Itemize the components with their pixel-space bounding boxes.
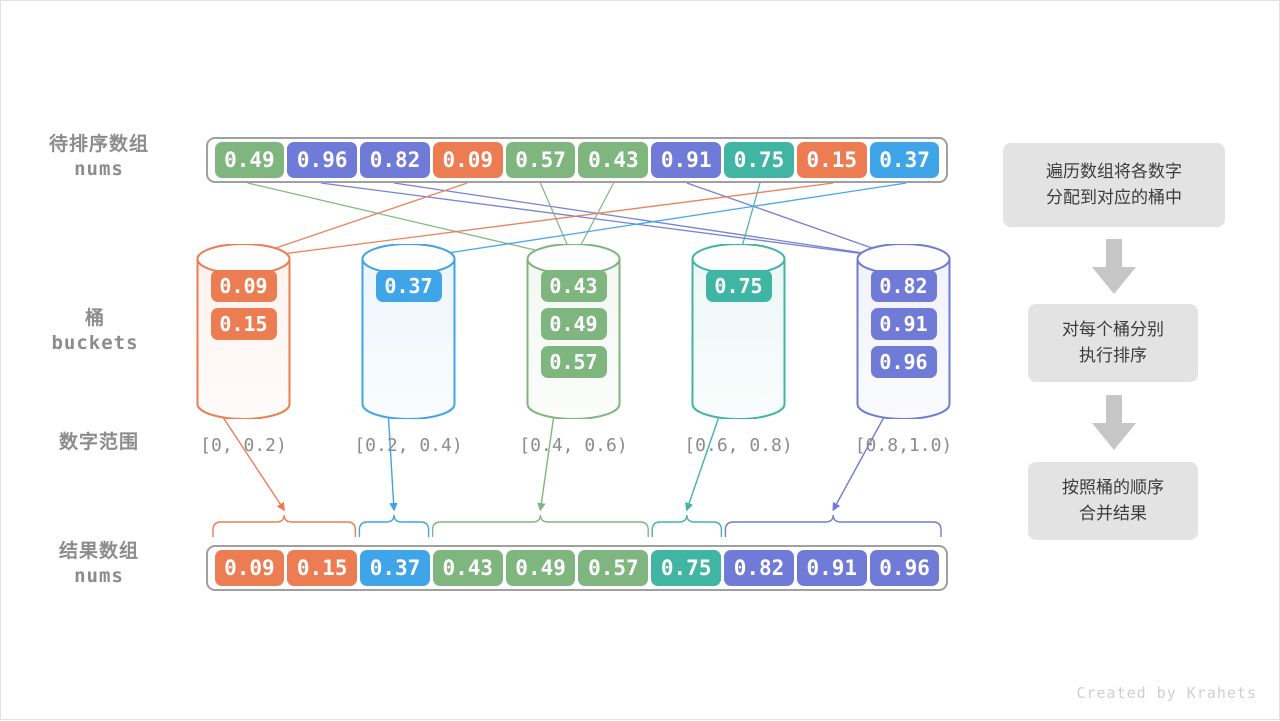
input-array-cell: 0.49 bbox=[214, 142, 285, 178]
input-array-cell: 0.75 bbox=[724, 142, 794, 178]
label-input-array: 待排序数组 nums bbox=[19, 132, 179, 182]
bucket-item: 0.96 bbox=[870, 346, 937, 378]
result-array-cell: 0.43 bbox=[432, 550, 503, 586]
note-step-3: 按照桶的顺序 合并结果 bbox=[1028, 462, 1198, 540]
input-array-cell: 0.96 bbox=[287, 142, 358, 178]
note-step-1-line-1: 遍历数组将各数字 bbox=[1046, 161, 1182, 182]
bucket-item: 0.57 bbox=[540, 346, 607, 378]
note-step-3-line-1: 按照桶的顺序 bbox=[1062, 477, 1164, 498]
result-array-cell: 0.91 bbox=[796, 550, 867, 586]
bucket-range-label: [0.4, 0.6) bbox=[519, 435, 628, 456]
result-array-cell: 0.96 bbox=[869, 550, 940, 586]
bucket-items: 0.43 0.49 0.57 bbox=[526, 270, 621, 378]
bucket: 0.37 bbox=[361, 243, 456, 420]
input-array-cell: 0.37 bbox=[869, 142, 940, 178]
note-step-1-line-2: 分配到对应的桶中 bbox=[1046, 188, 1182, 208]
result-array-cell: 0.37 bbox=[360, 550, 430, 586]
down-arrow-1-icon bbox=[1092, 239, 1136, 294]
bucket-item: 0.15 bbox=[210, 308, 277, 340]
bucket-item: 0.49 bbox=[540, 308, 607, 340]
bucket-item: 0.82 bbox=[870, 270, 937, 302]
input-array-cell: 0.43 bbox=[578, 142, 649, 178]
bucket: 0.09 0.15 bbox=[196, 243, 291, 420]
note-step-2-line-1: 对每个桶分别 bbox=[1062, 319, 1164, 340]
label-result-array-en: nums bbox=[74, 565, 124, 588]
label-buckets-en: buckets bbox=[51, 332, 139, 355]
label-buckets: 桶 buckets bbox=[11, 306, 179, 356]
bucket-item: 0.37 bbox=[375, 270, 442, 302]
bucket-items: 0.75 bbox=[691, 270, 786, 302]
bucket: 0.82 0.91 0.96 bbox=[856, 243, 951, 420]
label-buckets-cn: 桶 bbox=[84, 307, 105, 329]
label-input-array-cn: 待排序数组 bbox=[48, 133, 149, 155]
note-step-2: 对每个桶分别 执行排序 bbox=[1028, 304, 1198, 382]
credit-text: Created by Krahets bbox=[1076, 684, 1257, 702]
input-array-cell: 0.82 bbox=[360, 142, 430, 178]
bucket-range-label: [0.2, 0.4) bbox=[354, 435, 463, 456]
result-array-cell: 0.75 bbox=[651, 550, 722, 586]
label-result-array: 结果数组 nums bbox=[19, 539, 179, 589]
bucket-items: 0.09 0.15 bbox=[196, 270, 291, 340]
down-arrow-2-icon bbox=[1092, 395, 1136, 450]
label-result-array-cn: 结果数组 bbox=[58, 540, 139, 562]
bucket: 0.43 0.49 0.57 bbox=[526, 243, 621, 420]
bucket-item: 0.91 bbox=[870, 308, 937, 340]
result-array-cell: 0.82 bbox=[724, 550, 794, 586]
note-step-1: 遍历数组将各数字 分配到对应的桶中 bbox=[1003, 143, 1225, 227]
input-array-cell: 0.15 bbox=[796, 142, 867, 178]
result-array-cell: 0.15 bbox=[287, 550, 358, 586]
result-array-cell: 0.09 bbox=[214, 550, 285, 586]
label-input-array-en: nums bbox=[74, 158, 124, 181]
bucket-range-label: [0.6, 0.8) bbox=[684, 435, 793, 456]
result-array-cell: 0.49 bbox=[505, 550, 576, 586]
result-array-cell: 0.57 bbox=[578, 550, 649, 586]
input-array-cell: 0.57 bbox=[505, 142, 576, 178]
input-array-cell: 0.91 bbox=[651, 142, 722, 178]
bucket-range-label: [0.8,1.0) bbox=[854, 435, 953, 456]
bucket-item: 0.09 bbox=[210, 270, 277, 302]
note-step-2-line-2: 执行排序 bbox=[1079, 346, 1147, 366]
input-array-cell: 0.09 bbox=[432, 142, 503, 178]
label-number-range: 数字范围 bbox=[19, 430, 179, 455]
bucket-range-label: [0, 0.2) bbox=[200, 435, 287, 456]
bucket-items: 0.82 0.91 0.96 bbox=[856, 270, 951, 378]
bucket: 0.75 bbox=[691, 243, 786, 420]
bucket-item: 0.43 bbox=[540, 270, 607, 302]
bucket-items: 0.37 bbox=[361, 270, 456, 302]
bucket-item: 0.75 bbox=[705, 270, 772, 302]
label-number-range-cn: 数字范围 bbox=[58, 431, 139, 453]
note-step-3-line-2: 合并结果 bbox=[1079, 504, 1147, 524]
